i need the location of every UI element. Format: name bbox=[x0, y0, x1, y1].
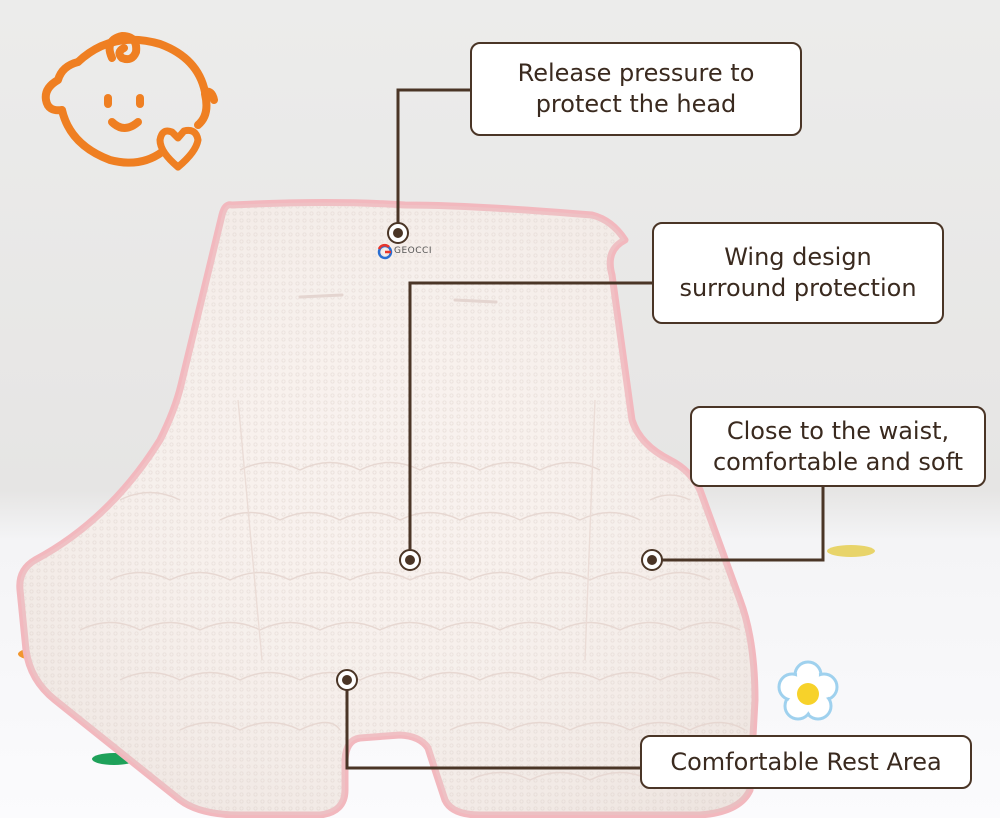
marker-dot bbox=[336, 669, 358, 691]
confetti-dot bbox=[827, 545, 875, 557]
leader-line-wing bbox=[408, 281, 652, 560]
callout-wing-text: Wing design surround protection bbox=[679, 243, 917, 302]
baby-face-heart-icon bbox=[41, 32, 218, 171]
leader-line-waist bbox=[652, 485, 825, 562]
marker-dot bbox=[387, 222, 409, 244]
callout-wing: Wing design surround protection bbox=[652, 222, 944, 324]
callout-waist-text: Close to the waist, comfortable and soft bbox=[712, 416, 964, 476]
leader-line-head bbox=[396, 88, 470, 233]
callout-head: Release pressure to protect the head bbox=[470, 42, 802, 136]
seat-pad bbox=[16, 199, 759, 818]
marker-dot bbox=[641, 549, 663, 571]
brand-tag: GEOCCI bbox=[394, 246, 432, 256]
callout-head-text: Release pressure to protect the head bbox=[517, 59, 755, 118]
brand-logo-icon bbox=[377, 243, 393, 260]
callout-rest: Comfortable Rest Area bbox=[640, 735, 972, 789]
callout-rest-text: Comfortable Rest Area bbox=[670, 747, 942, 776]
callout-waist: Close to the waist, comfortable and soft bbox=[690, 406, 986, 487]
leader-line-rest bbox=[345, 680, 640, 770]
flower-icon bbox=[777, 660, 839, 721]
marker-dot bbox=[399, 549, 421, 571]
